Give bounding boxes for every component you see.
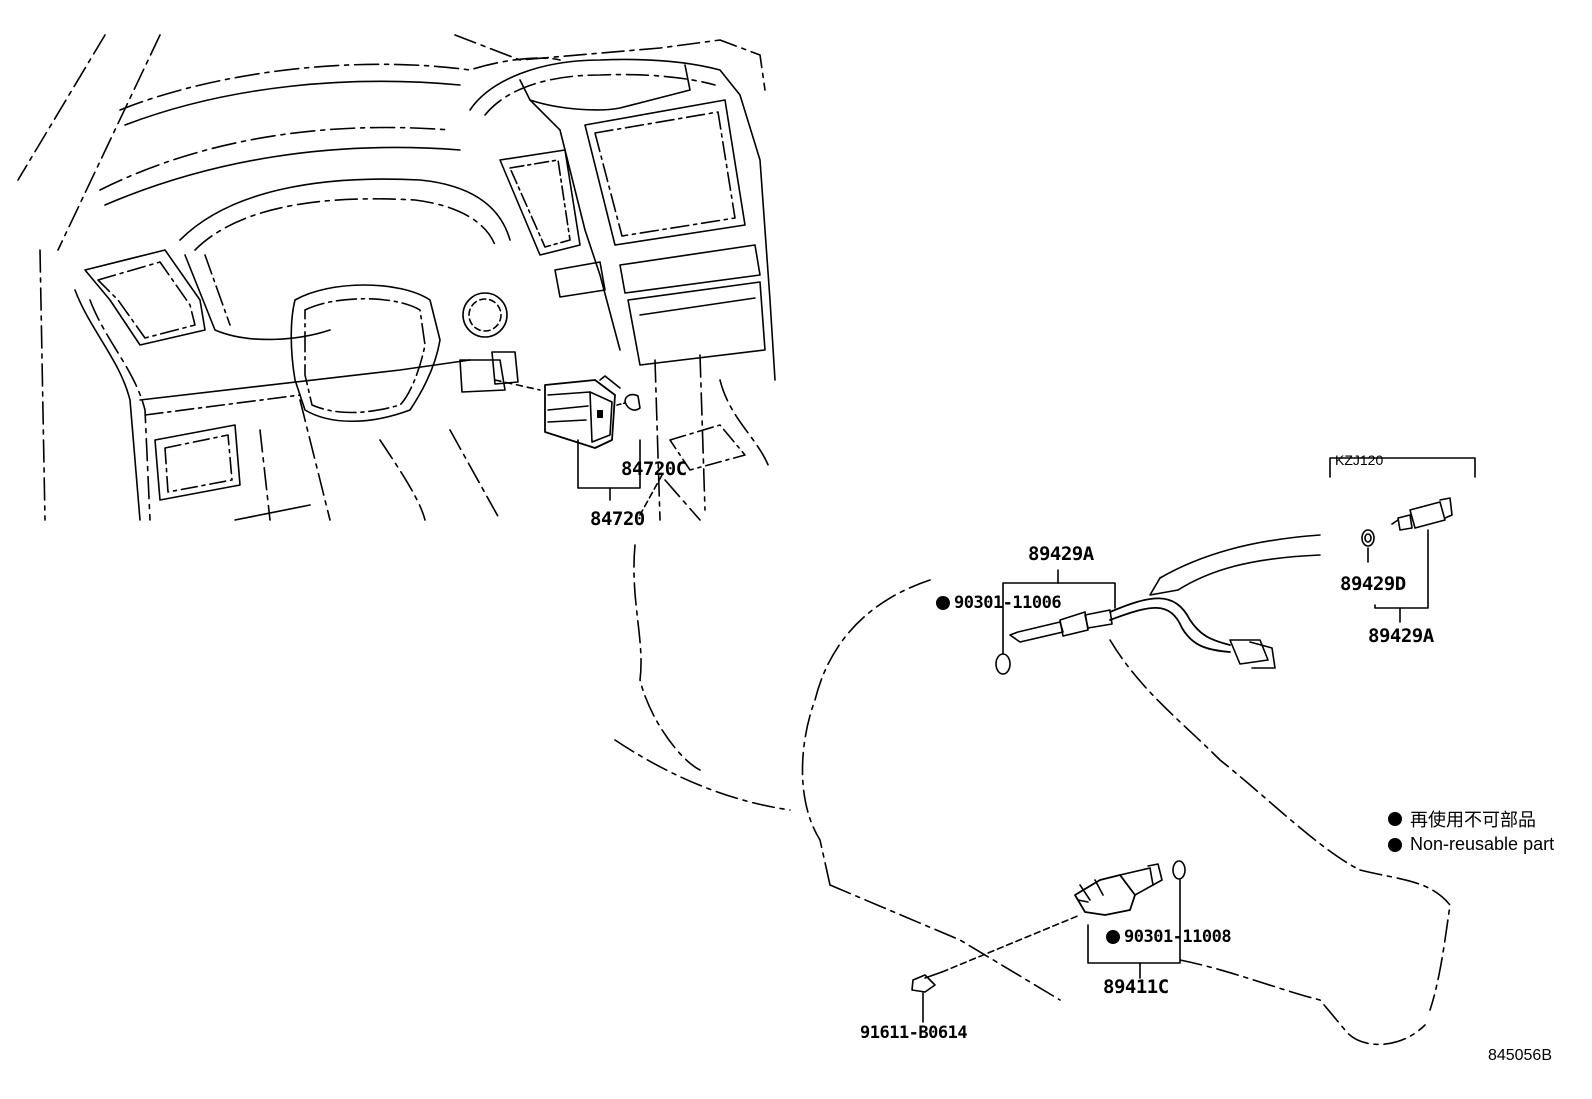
part-label-91611-b0614: 91611-B0614 [860,1023,968,1043]
part-label-89429a-main: 89429A [1028,543,1094,565]
part-label-89429a-kzj: 89429A [1368,625,1434,647]
legend-en-text: Non-reusable part [1410,834,1555,854]
engine-outline [614,544,1451,1046]
part-label-90301-11006: 90301-11006 [954,593,1062,613]
legend-jp-text: 再使用不可部品 [1410,810,1536,830]
kzj120-inset [1149,457,1476,623]
part-label-84720: 84720 [590,508,645,530]
non-reusable-marker [1106,930,1120,944]
part-label-84720c: 84720C [621,458,687,480]
model-label-kzj120: KZJ120 [1335,452,1384,468]
legend-dot-icon [1388,837,1402,852]
part-label-89429d: 89429D [1340,573,1406,595]
temperature-sensor-89429a [995,569,1276,675]
legend-jp: 再使用不可部品 [1388,806,1536,832]
part-label-89411c: 89411C [1103,976,1169,998]
legend-dot-icon [1388,812,1402,826]
part-label-90301-11008: 90301-11008 [1124,927,1232,947]
position-sensor-89411c [911,860,1186,1023]
non-reusable-marker [936,596,950,610]
legend-en: Non-reusable part [1388,834,1554,855]
dashboard-drawing [17,34,776,521]
reference-number: 845056B [1487,1047,1552,1064]
